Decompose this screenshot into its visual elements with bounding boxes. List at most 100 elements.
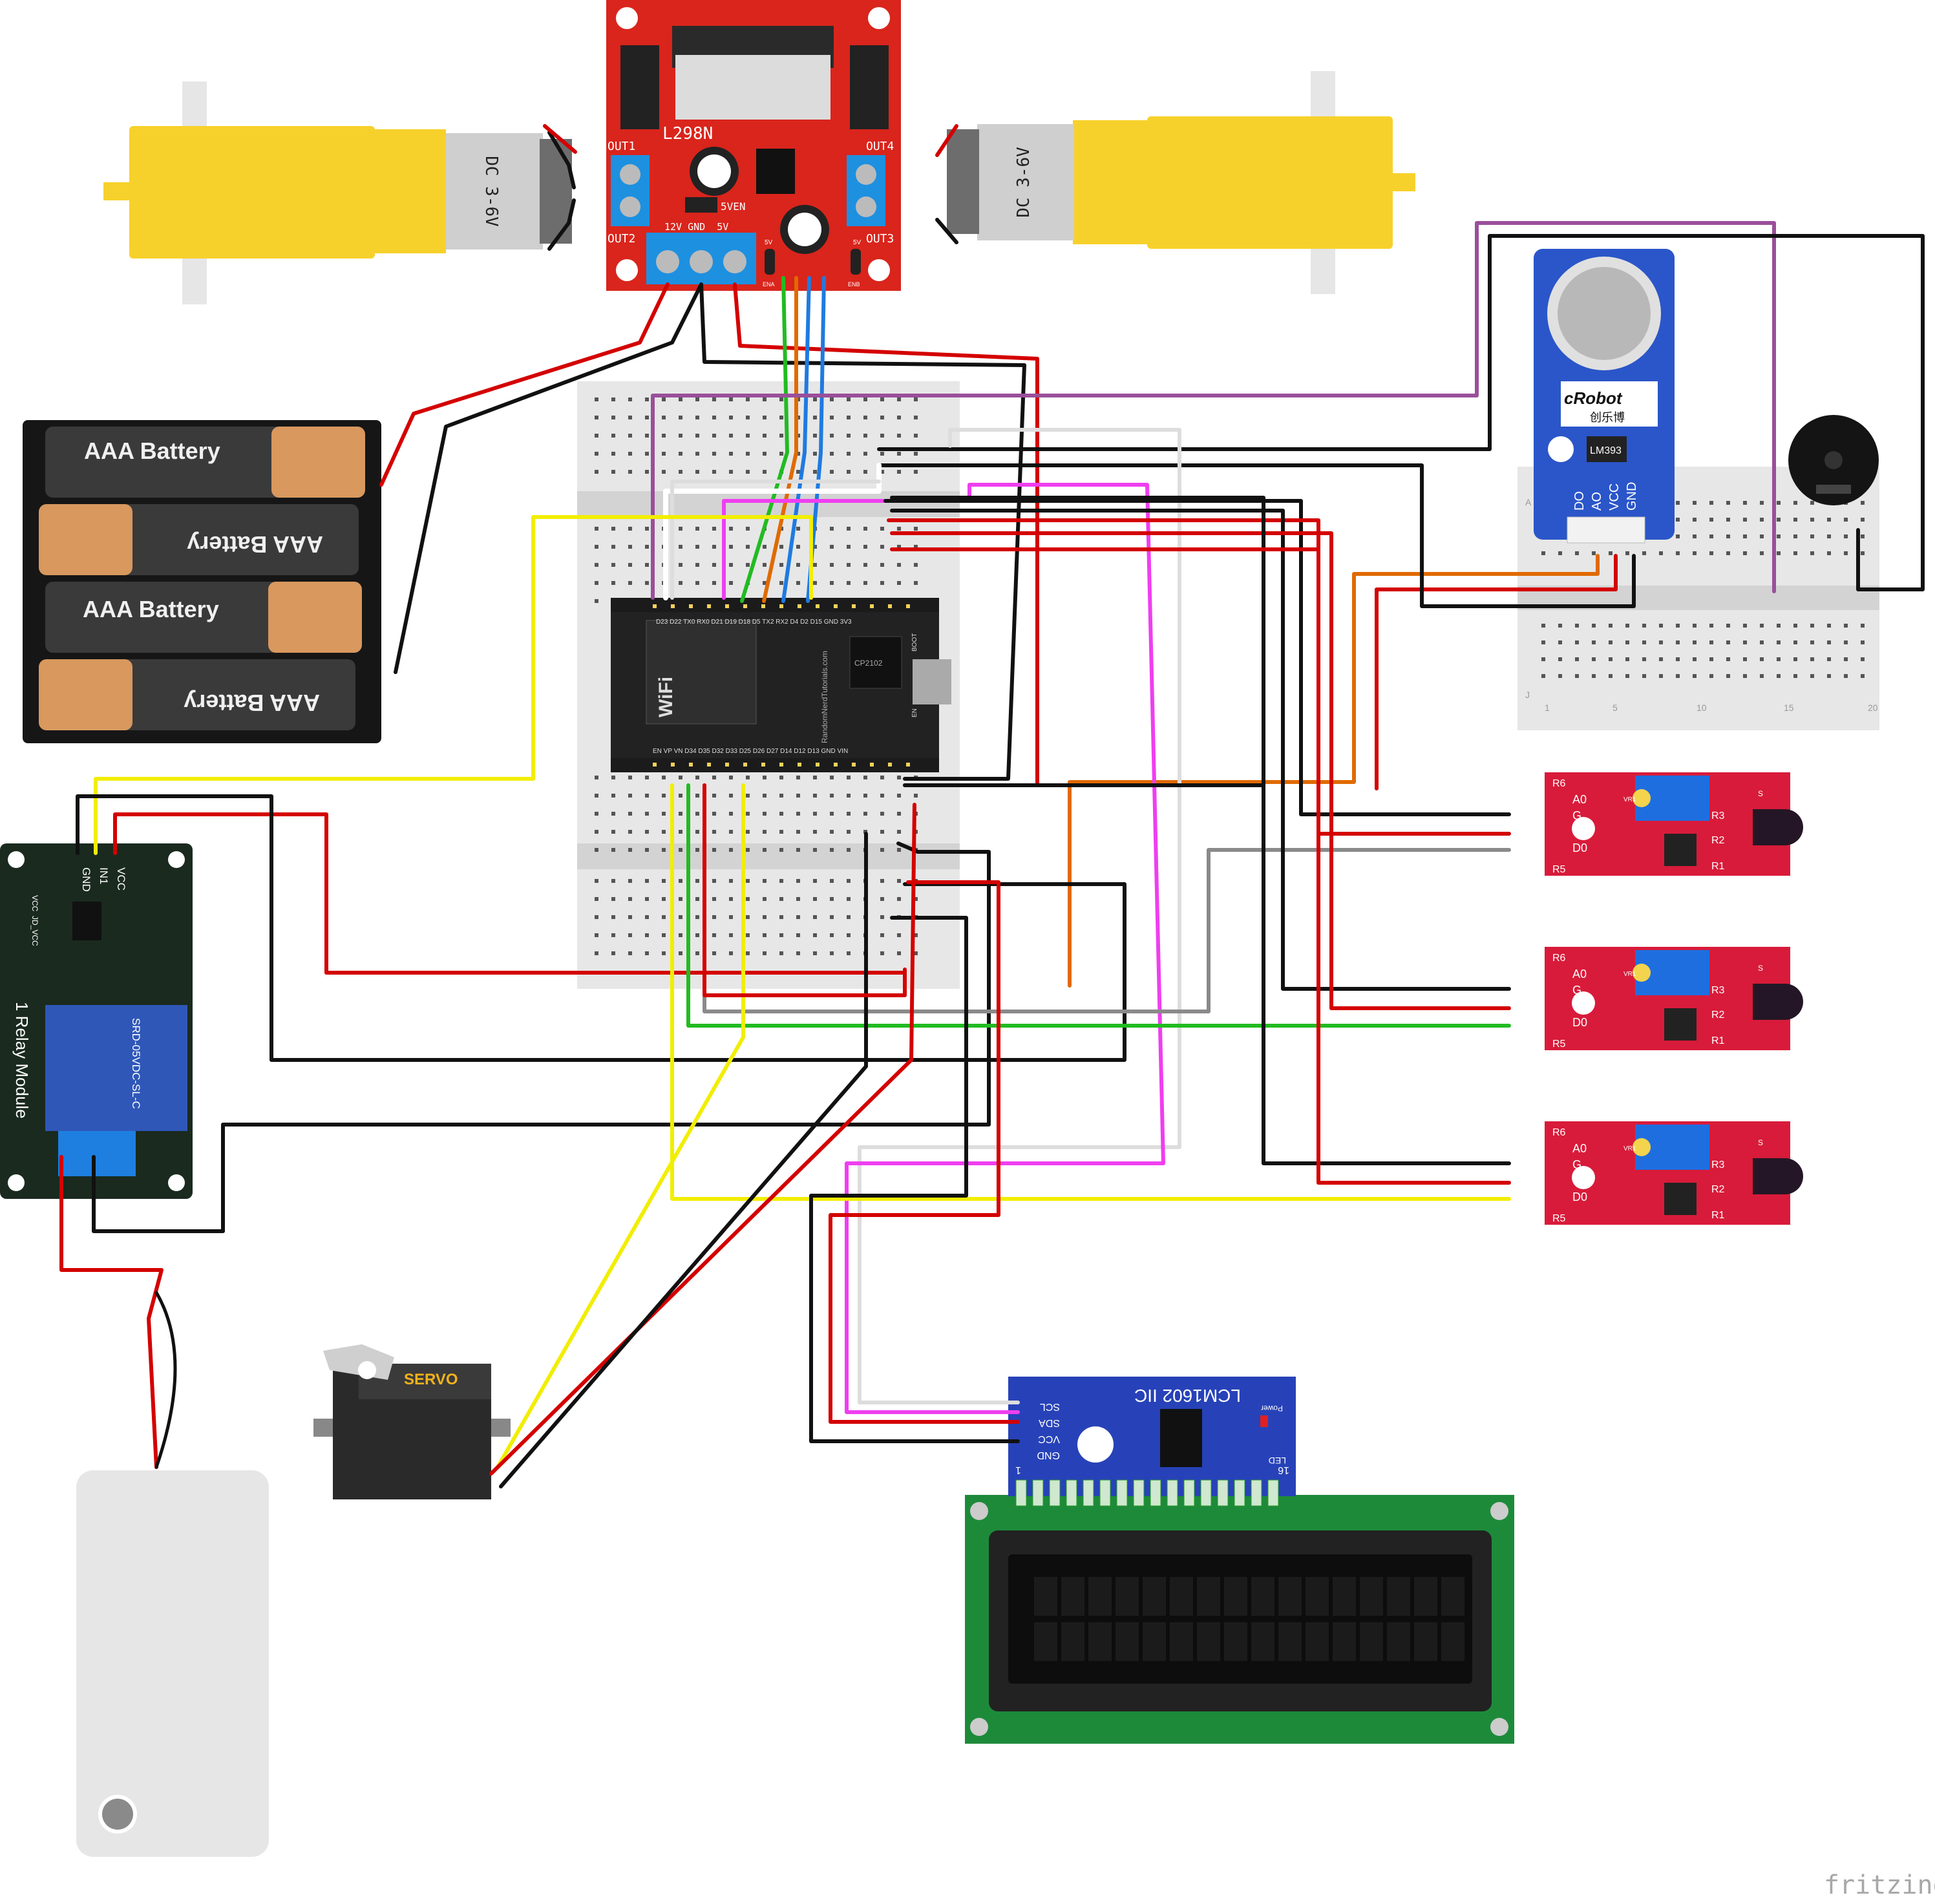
battery-cell-2: AAA Battery — [187, 531, 323, 558]
lcd-pin-scl: SCL — [1040, 1401, 1060, 1412]
ir2-pin-a0: A0 — [1572, 968, 1587, 980]
gas-pin-ao: AO — [1590, 492, 1604, 511]
motor-left: DC 3-6V — [103, 81, 572, 304]
ir1-r2: R2 — [1711, 835, 1725, 846]
esp32-bottom-pins: EN VP VN D34 D35 D32 D33 D25 D26 D27 D14… — [653, 748, 848, 755]
buzzer — [1788, 415, 1879, 505]
relay-title: 1 Relay Module — [12, 1002, 32, 1119]
lcd-pin-sda: SDA — [1039, 1417, 1060, 1428]
l298n-ena: ENA — [763, 281, 775, 288]
l298n-motor-driver: L298N OUT1 OUT2 OUT4 OUT3 5VEN 12V GND 5… — [606, 0, 901, 291]
l298n-label: L298N — [662, 124, 713, 143]
ir1-r5: R5 — [1552, 864, 1566, 875]
ir3-r6: R6 — [1552, 1127, 1566, 1138]
ir2-s: S — [1758, 964, 1763, 973]
ir2-r2: R2 — [1711, 1010, 1725, 1021]
battery-pack: AAA Battery AAA Battery AAA Battery AAA … — [23, 420, 381, 743]
l298n-out1: OUT1 — [608, 140, 635, 153]
ir2-r5: R5 — [1552, 1039, 1566, 1050]
motor-right-label: DC 3-6V — [1014, 147, 1033, 218]
ir3-pin-g: G — [1572, 1158, 1581, 1171]
ir2-r1: R1 — [1711, 1035, 1725, 1046]
relay-pin-vcc: VCC — [115, 867, 127, 891]
ir-sensor-3: A0 G + D0 R6 R5 R3 R2 R1 VR1 S — [1545, 1121, 1803, 1225]
ir2-r6: R6 — [1552, 953, 1566, 964]
wires — [59, 124, 1925, 1488]
ir1-r1: R1 — [1711, 861, 1725, 872]
gas-sensor-brand: cRobot — [1564, 388, 1623, 408]
ir3-s: S — [1758, 1138, 1763, 1147]
l298n-out2: OUT2 — [608, 232, 635, 246]
ir3-r3: R3 — [1711, 1159, 1725, 1170]
relay-pin-in1: IN1 — [98, 867, 110, 884]
ir1-s: S — [1758, 789, 1763, 798]
ir1-r6: R6 — [1552, 778, 1566, 789]
ir-sensor-1: A0 G + D0 R6 R5 R3 R2 R1 VR1 S — [1545, 772, 1803, 876]
breadboard-row-a: A — [1525, 497, 1532, 507]
battery-cell-1: AAA Battery — [84, 438, 220, 464]
ir3-pin-a0: A0 — [1572, 1142, 1587, 1155]
breadboard-col-10: 10 — [1697, 703, 1707, 713]
ir3-r5: R5 — [1552, 1213, 1566, 1224]
lcd-power: Power — [1261, 1404, 1283, 1413]
ir2-pin-plus: + — [1572, 1000, 1580, 1013]
ir2-pin-g: G — [1572, 984, 1581, 997]
lcd-pin-gnd: GND — [1037, 1450, 1060, 1461]
l298n-enb: ENB — [848, 281, 860, 288]
l298n-5v-left: 5V — [765, 239, 773, 246]
ir1-pin-a0: A0 — [1572, 793, 1587, 806]
gas-sensor-module: cRobot 创乐博 LM393 DO AO VCC GND — [1534, 249, 1675, 544]
lcd-pin-16: 16 — [1278, 1465, 1289, 1476]
battery-cell-3: AAA Battery — [83, 596, 219, 622]
motor-left-label: DC 3-6V — [481, 156, 501, 227]
ir1-pin-plus: + — [1572, 825, 1580, 838]
relay-module: GND IN1 VCC VCC JD_VCC SRD-05VDC-SL-C 1 … — [0, 843, 193, 1199]
l298n-out4: OUT4 — [866, 140, 894, 153]
esp32-wifi: WiFi — [655, 677, 677, 717]
breadboard-col-20: 20 — [1868, 703, 1878, 713]
esp32-en: EN — [911, 708, 918, 717]
battery-cell-4: AAA Battery — [184, 690, 320, 716]
esp32-chip: CP2102 — [854, 659, 883, 668]
lcd-1602: LCM1602 IIC SCL SDA VCC GND 1 16 Power L… — [965, 1377, 1514, 1744]
esp32-boot: BOOT — [911, 633, 918, 651]
gas-pin-gnd: GND — [1625, 482, 1639, 511]
gas-pin-vcc: VCC — [1607, 483, 1622, 511]
l298n-out3: OUT3 — [866, 232, 894, 246]
breadboard-row-j: J — [1525, 690, 1530, 700]
ir3-r1: R1 — [1711, 1210, 1725, 1221]
phone — [76, 1470, 269, 1857]
l298n-power-pins: 12V GND 5V — [664, 221, 728, 233]
ir3-pin-plus: + — [1572, 1174, 1580, 1187]
ir1-vr1: VR1 — [1623, 796, 1636, 803]
esp32-credit: RandomNerdTutorials.com — [820, 651, 829, 743]
l298n-5v-right: 5V — [853, 239, 862, 246]
ir3-vr1: VR1 — [1623, 1145, 1636, 1152]
relay-coil: SRD-05VDC-SL-C — [130, 1018, 142, 1109]
servo-motor: SERVO — [313, 1344, 511, 1499]
gas-pin-do: DO — [1572, 491, 1587, 511]
gas-sensor-brand-cn: 创乐博 — [1590, 411, 1625, 424]
lcd-pin-1: 1 — [1015, 1465, 1021, 1476]
breadboard-col-15: 15 — [1784, 703, 1794, 713]
breadboard-col-1: 1 — [1545, 703, 1550, 713]
motor-right: DC 3-6V — [947, 71, 1415, 294]
ir2-r3: R3 — [1711, 985, 1725, 996]
gas-sensor-chip: LM393 — [1590, 445, 1622, 456]
ir1-pin-d0: D0 — [1572, 841, 1587, 854]
relay-jumper: VCC JD_VCC — [30, 895, 39, 946]
fritzing-brand: fritzing — [1824, 1870, 1935, 1900]
ir3-r2: R2 — [1711, 1184, 1725, 1195]
ir-sensor-2: A0 G + D0 R6 R5 R3 R2 R1 VR1 S — [1545, 947, 1803, 1050]
breadboard-col-5: 5 — [1612, 703, 1618, 713]
l298n-5ven: 5VEN — [721, 200, 746, 213]
esp32-board: WiFi CP2102 BOOT EN RandomNerdTutorials.… — [611, 598, 951, 772]
ir2-pin-d0: D0 — [1572, 1016, 1587, 1029]
ir1-pin-g: G — [1572, 809, 1581, 822]
lcd-pin-vcc: VCC — [1038, 1433, 1060, 1444]
ir3-pin-d0: D0 — [1572, 1190, 1587, 1203]
relay-pin-gnd: GND — [80, 867, 92, 892]
ir1-r3: R3 — [1711, 810, 1725, 821]
servo-label: SERVO — [404, 1371, 458, 1388]
